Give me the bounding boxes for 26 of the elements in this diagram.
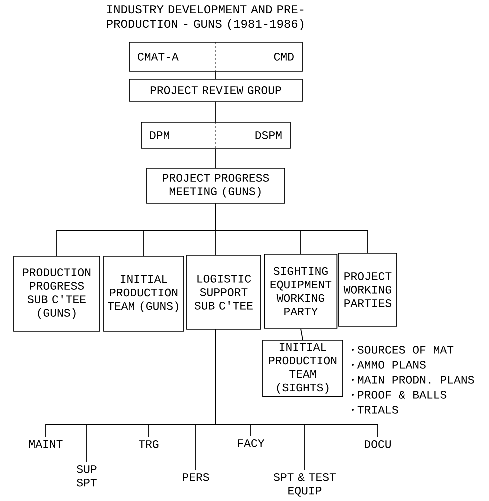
connector-line <box>216 329 378 438</box>
branch-label: MAINT <box>29 440 63 448</box>
list-item: SOURCES OF MAT <box>352 346 454 354</box>
list-item: MAIN PRODN. PLANS <box>352 376 474 384</box>
branch-label: SPT & TEST EQUIP <box>274 473 336 497</box>
org-box: PROJECT REVIEW GROUP <box>129 79 303 102</box>
branch-label: FACY <box>238 439 265 448</box>
branch-label: SUP SPT <box>77 465 97 487</box>
org-box: PROJECT PROGRESS MEETING (GUNS) <box>146 168 286 204</box>
list-item: PROOF & BALLS <box>352 391 447 399</box>
title: INDUSTRY DEVELOPMENT AND PRE-PRODUCTION - GUNS (1981-1986) <box>107 5 304 30</box>
org-box: DPM DSPM <box>141 122 291 149</box>
org-box: SIGHTING EQUIPMENT WORKING PARTY <box>264 254 338 329</box>
list-item: TRIALS <box>352 406 398 414</box>
branch-label: TRG <box>139 440 159 448</box>
org-box: INITIAL PRODUCTION TEAM (GUNS) <box>104 256 184 332</box>
org-box: PRODUCTION PROGRESS SUB C'TEE (GUNS) <box>14 256 100 332</box>
branch-label: PERS <box>183 473 210 482</box>
org-box: PROJECT WORKING PARTIES <box>338 253 398 327</box>
list-item: AMMO PLANS <box>352 361 426 369</box>
org-box: LOGISTIC SUPPORT SUB C'TEE <box>186 255 262 330</box>
org-box: INITIAL PRODUCTION TEAM (SIGHTS) <box>262 340 344 398</box>
connector-line <box>300 328 304 340</box>
connector-line <box>216 203 368 254</box>
branch-label: DOCU <box>365 440 391 448</box>
org-box: CMAT-A CMD <box>129 42 303 72</box>
